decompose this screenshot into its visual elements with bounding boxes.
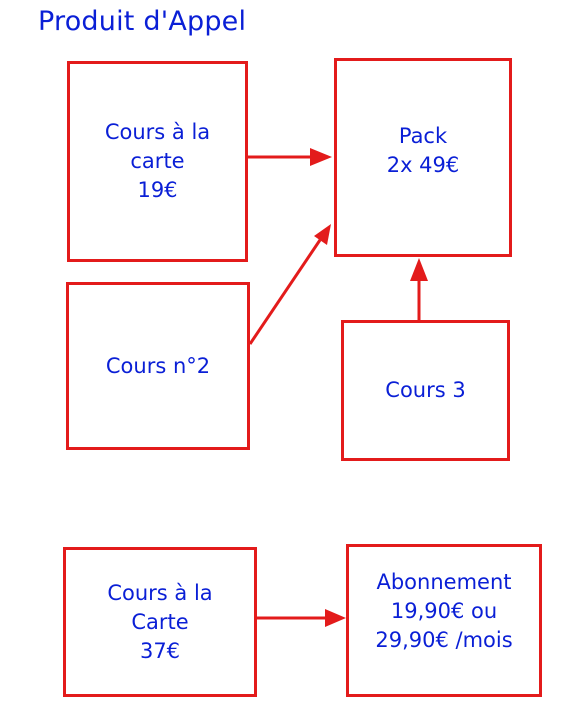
box-label-line: Cours à la xyxy=(107,580,213,605)
box-label-line: Carte xyxy=(131,609,189,634)
box-cours-3: Cours 3 xyxy=(341,320,510,461)
box-label-line: Cours 3 xyxy=(385,378,466,402)
box-label-line: Abonnement xyxy=(376,570,512,594)
arrow-cours-carte-to-abonnement xyxy=(257,609,346,627)
box-label-line: 29,90€ /mois xyxy=(375,628,513,652)
box-cours-a-la-carte-37: Cours à la Carte 37€ xyxy=(63,547,257,697)
box-label-line: Cours à la xyxy=(104,120,211,144)
box-label-line: carte xyxy=(130,149,185,173)
box-label-line: 2x 49€ xyxy=(386,153,460,177)
arrow-cours-3-to-pack xyxy=(410,258,428,320)
arrow-cours-carte-to-pack xyxy=(248,148,332,166)
box-label-line: Pack xyxy=(398,124,448,148)
box-pack: Pack 2x 49€ xyxy=(334,58,512,257)
box-label-line: 19€ xyxy=(137,178,178,202)
box-label-line: Cours n°2 xyxy=(105,353,211,378)
arrow-cours-n2-to-pack xyxy=(248,224,331,345)
box-label-line: 19,90€ ou xyxy=(390,599,498,623)
box-abonnement: Abonnement 19,90€ ou 29,90€ /mois xyxy=(346,544,542,697)
box-cours-n2: Cours n°2 xyxy=(66,282,250,450)
box-label-line: 37€ xyxy=(139,638,181,663)
box-cours-a-la-carte-19: Cours à la carte 19€ xyxy=(67,61,248,262)
diagram-title: Produit d'Appel xyxy=(38,6,247,37)
